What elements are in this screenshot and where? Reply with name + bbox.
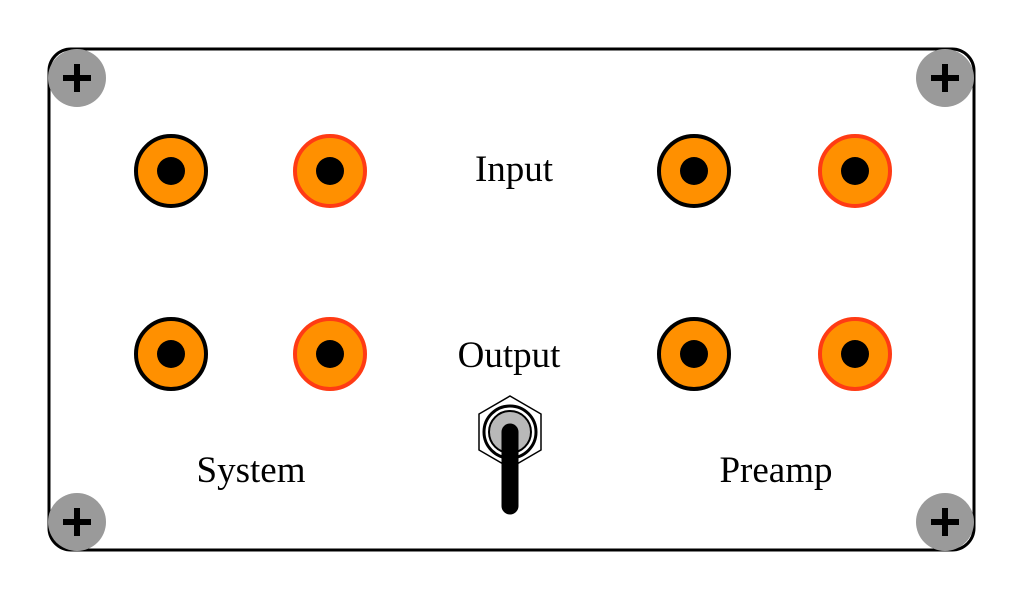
output-label: Output <box>458 335 562 376</box>
panel-border <box>47 47 976 552</box>
jack-system-input-red[interactable] <box>293 134 367 208</box>
input-label: Input <box>475 149 554 190</box>
screw-bottom-right-icon <box>916 493 974 551</box>
jack-preamp-input-black[interactable] <box>657 134 731 208</box>
screw-bottom-left-icon <box>48 493 106 551</box>
screw-top-left-icon <box>48 49 106 107</box>
jack-system-input-black[interactable] <box>134 134 208 208</box>
jack-preamp-output-black[interactable] <box>657 317 731 391</box>
jack-preamp-input-red[interactable] <box>818 134 892 208</box>
toggle-switch-icon[interactable] <box>478 395 542 515</box>
preamp-label: Preamp <box>719 450 832 491</box>
jack-preamp-output-red[interactable] <box>818 317 892 391</box>
jack-system-output-black[interactable] <box>134 317 208 391</box>
system-label: System <box>197 450 306 491</box>
screw-top-right-icon <box>916 49 974 107</box>
jack-system-output-red[interactable] <box>293 317 367 391</box>
